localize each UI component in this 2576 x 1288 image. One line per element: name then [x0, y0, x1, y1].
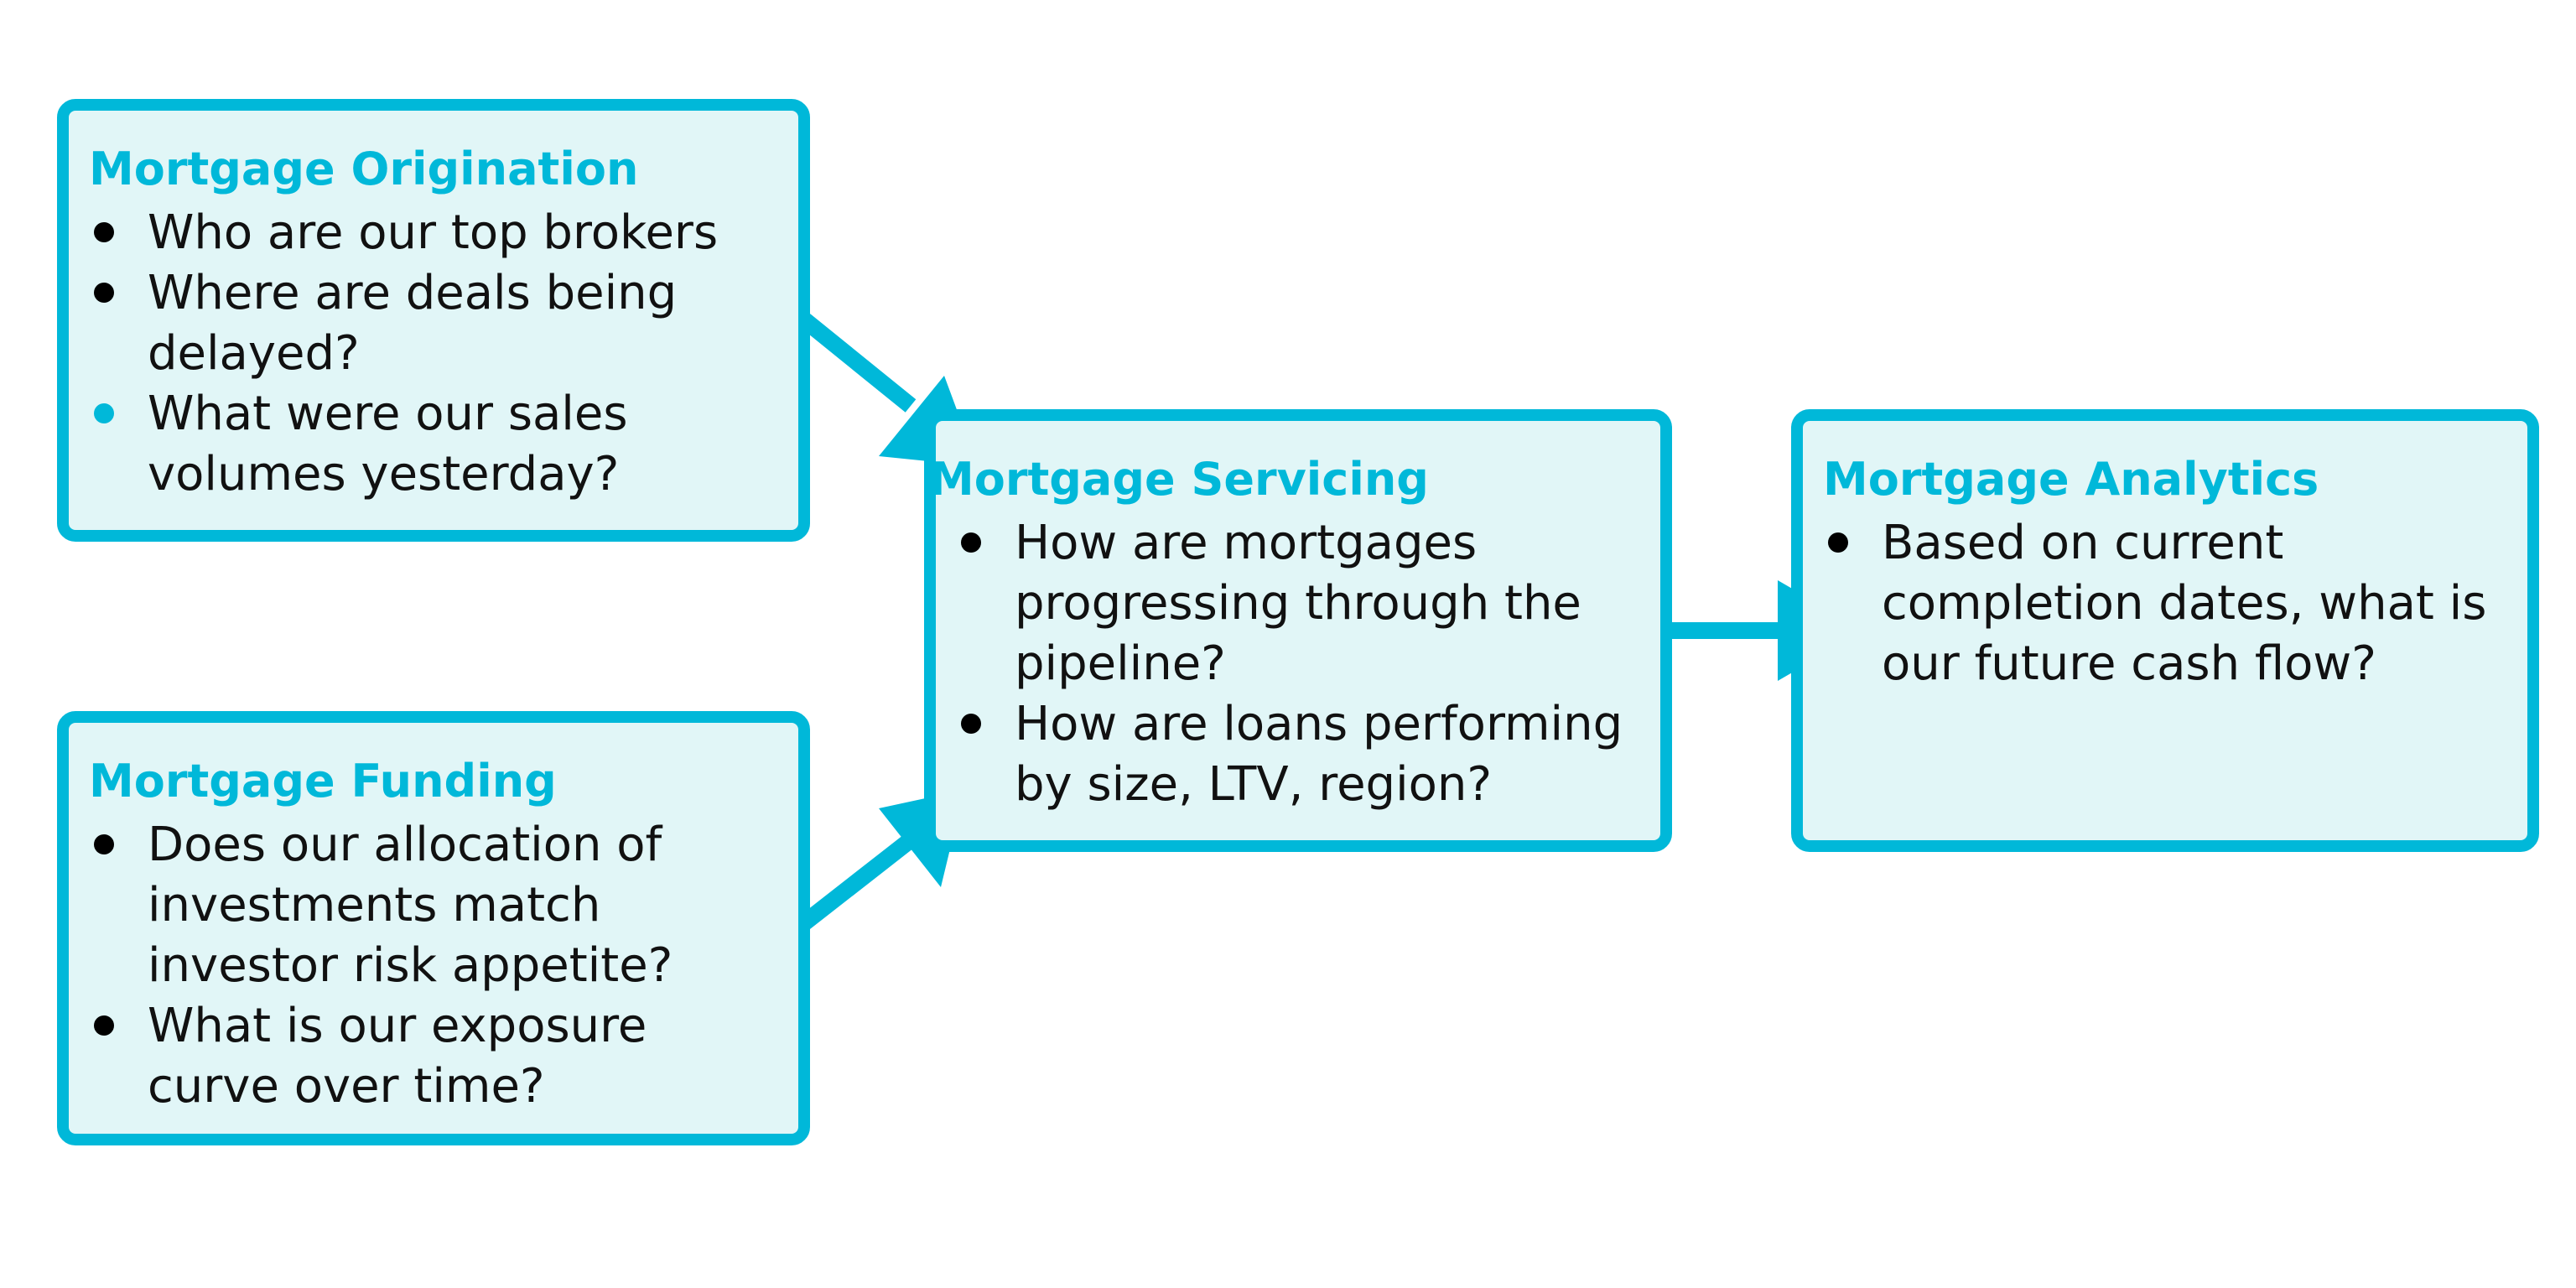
question-list: Based on current completion dates, what … — [1823, 513, 2507, 694]
question-list: Who are our top brokers Where are deals … — [89, 203, 778, 505]
arrow-funding-to-servicing-line — [799, 832, 918, 929]
bullet-dot-icon — [94, 834, 114, 854]
bullet-dot-icon — [94, 403, 114, 423]
box-title: Mortgage Origination — [89, 143, 639, 195]
question-list: Does our allocation of investments match… — [89, 815, 778, 1117]
bullet-dot-icon — [961, 714, 981, 734]
list-item-text: Where are deals being delayed? — [148, 266, 678, 381]
bullet-dot-icon — [1828, 532, 1848, 553]
list-item-text: Who are our top brokers — [148, 205, 719, 260]
list-item: How are loans performing by size, LTV, r… — [956, 694, 1640, 815]
mortgage-origination-box: Mortgage Origination Who are our top bro… — [57, 99, 810, 542]
bullet-dot-icon — [94, 222, 114, 242]
list-item: Based on current completion dates, what … — [1823, 513, 2507, 694]
list-item: Where are deals being delayed? — [89, 263, 778, 384]
list-item: How are mortgages progressing through th… — [956, 513, 1640, 694]
list-item-text: What were our sales volumes yesterday? — [148, 387, 628, 501]
list-item-text: How are loans performing by size, LTV, r… — [1015, 697, 1623, 812]
list-item-text: What is our exposure curve over time? — [148, 999, 647, 1114]
box-title: Mortgage Servicing — [929, 453, 1429, 506]
bullet-dot-icon — [94, 1015, 114, 1036]
list-item-text: How are mortgages progressing through th… — [1015, 516, 1581, 691]
list-item: What were our sales volumes yesterday? — [89, 384, 778, 505]
mortgage-funding-box: Mortgage Funding Does our allocation of … — [57, 711, 810, 1145]
list-item-text: Based on current completion dates, what … — [1882, 516, 2487, 691]
question-list: How are mortgages progressing through th… — [956, 513, 1640, 815]
list-item: What is our exposure curve over time? — [89, 996, 778, 1117]
bullet-dot-icon — [961, 532, 981, 553]
box-title: Mortgage Funding — [89, 755, 557, 808]
mortgage-servicing-box: Mortgage Servicing How are mortgages pro… — [924, 409, 1672, 852]
box-title: Mortgage Analytics — [1823, 453, 2319, 506]
mortgage-analytics-box: Mortgage Analytics Based on current comp… — [1791, 409, 2539, 852]
arrow-origination-to-servicing-line — [799, 314, 917, 413]
list-item: Does our allocation of investments match… — [89, 815, 778, 996]
list-item-text: Does our allocation of investments match… — [148, 818, 673, 993]
bullet-dot-icon — [94, 283, 114, 303]
list-item: Who are our top brokers — [89, 203, 778, 263]
